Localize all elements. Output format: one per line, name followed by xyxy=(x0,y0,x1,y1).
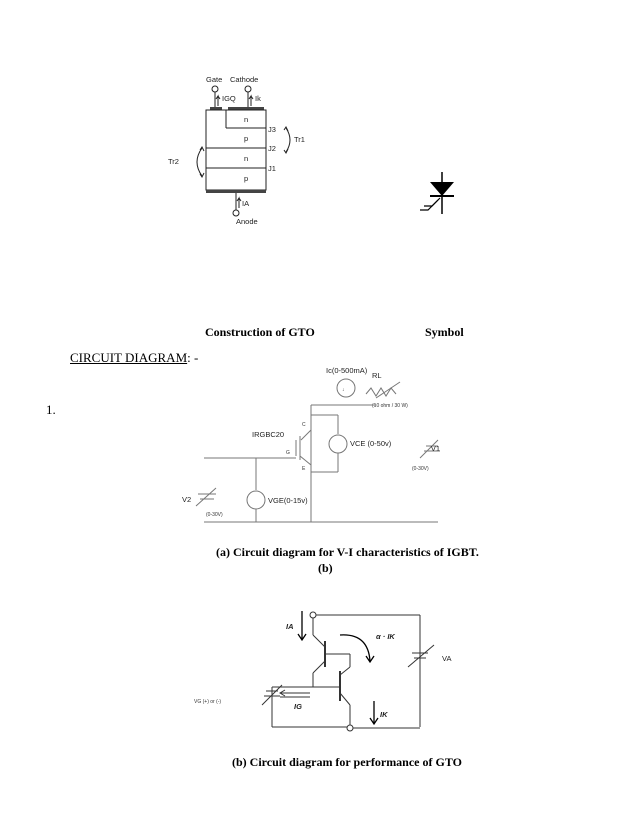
rl-label: RL xyxy=(372,371,382,380)
gto-symbol xyxy=(420,172,454,214)
gate-pin-label: G xyxy=(286,450,290,456)
device-label: IRGBC20 xyxy=(252,430,284,439)
junction-j3: J3 xyxy=(268,125,276,134)
layer-n2: n xyxy=(244,154,248,163)
gate-label: Gate xyxy=(206,75,222,84)
collector-label: C xyxy=(302,422,306,428)
igbt-caption: (a) Circuit diagram for V-I characterist… xyxy=(216,545,479,559)
anode-label: Anode xyxy=(236,217,258,226)
gto-construction-diagram: Gate Cathode IGQ Ik n p n p J3 J2 J1 Tr1… xyxy=(168,75,305,226)
ia-arrow-label: IA xyxy=(286,622,294,631)
junction-j2: J2 xyxy=(268,144,276,153)
vce-meter-label: VCE (0-50v) xyxy=(350,439,392,448)
vg-label: VG (+) or (-) xyxy=(194,699,221,705)
igbt-caption-b: (b) xyxy=(318,561,333,575)
ia-label: IA xyxy=(242,199,249,208)
ig-label: IG xyxy=(294,702,302,711)
igbt-circuit-diagram: Ic(0-500mA) ↓ RL (10 ohm / 30 W) IRGBC20… xyxy=(182,366,440,523)
heading-suffix: : - xyxy=(187,350,199,365)
cathode-label: Cathode xyxy=(230,75,258,84)
construction-caption: Construction of GTO xyxy=(205,325,315,339)
v2-range: (0-30V) xyxy=(206,512,223,518)
symbol-caption: Symbol xyxy=(425,325,464,339)
junction-j1: J1 xyxy=(268,164,276,173)
tr1-label: Tr1 xyxy=(294,135,305,144)
va-label: VA xyxy=(442,654,451,663)
layer-n1: n xyxy=(244,115,248,124)
section-heading: CIRCUIT DIAGRAM: - xyxy=(70,350,198,366)
v1-range: (0-30V) xyxy=(412,466,429,472)
gto-performance-circuit: IA α · IK VA VG (+) or (-) IG IK xyxy=(194,611,451,732)
vge-meter-label: VGE(0-15v) xyxy=(268,496,308,505)
tr2-label: Tr2 xyxy=(168,157,179,166)
rl-rating: (10 ohm / 30 W) xyxy=(372,403,408,409)
svg-text:↓: ↓ xyxy=(342,387,345,393)
gto-performance-caption: (b) Circuit diagram for performance of G… xyxy=(232,755,462,769)
v2-label: V2 xyxy=(182,495,191,504)
alpha-ik-label: α · IK xyxy=(376,632,395,641)
layer-p1: p xyxy=(244,134,248,143)
item-number: 1. xyxy=(46,402,56,417)
ic-meter-label: Ic(0-500mA) xyxy=(326,366,368,375)
ik-arrow-label: IK xyxy=(380,710,388,719)
emitter-label: E xyxy=(302,466,306,472)
circuit-diagram-heading: CIRCUIT DIAGRAM xyxy=(70,350,188,365)
layer-p2: p xyxy=(244,174,248,183)
ik-label: Ik xyxy=(255,94,261,103)
v1-label: V1 xyxy=(431,444,440,453)
igq-label: IGQ xyxy=(222,94,236,103)
